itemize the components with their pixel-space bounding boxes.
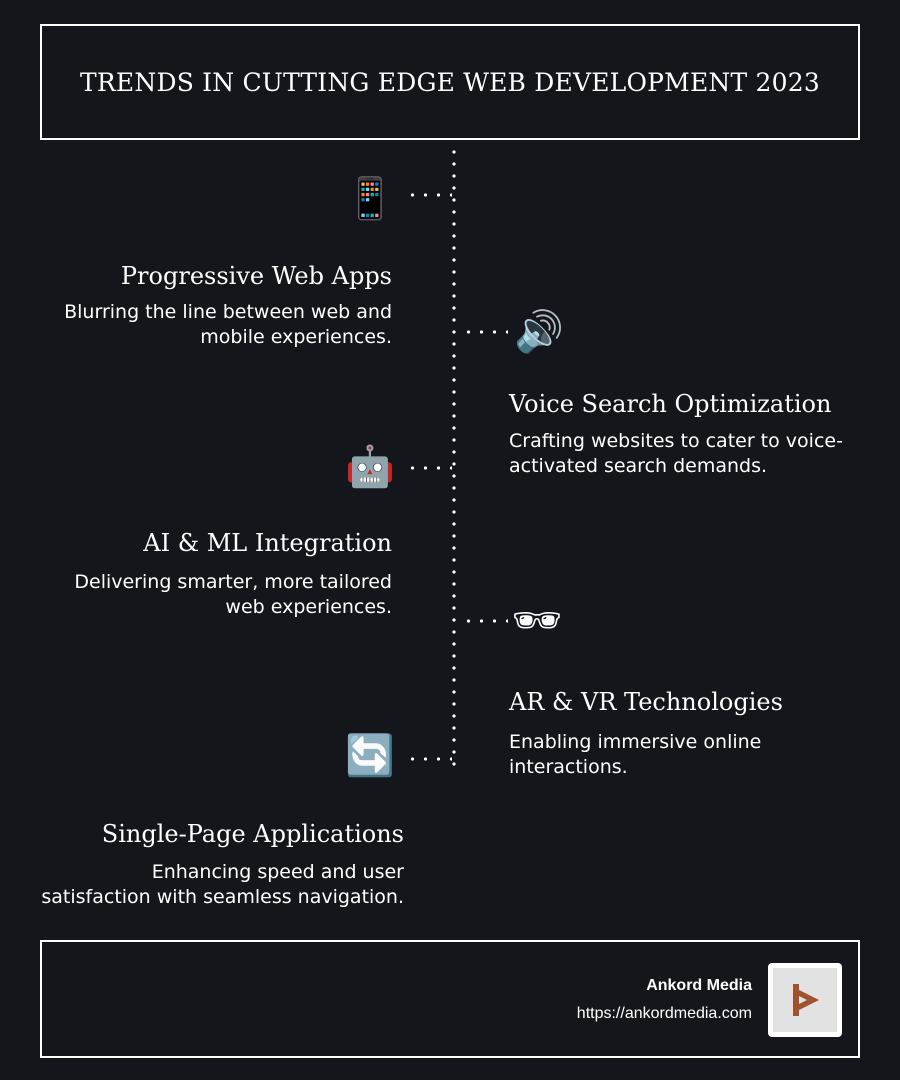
connector-single-page-applications: [406, 757, 452, 761]
trend-description-voice-search-optimization: Crafting websites to cater to voice-acti…: [509, 430, 843, 477]
robot-icon: 🤖: [345, 444, 395, 490]
connector-ar-vr-technologies: [462, 619, 508, 623]
mobile-phone-icon: 📱: [345, 176, 395, 222]
title-banner: TRENDS IN CUTTING EDGE WEB DEVELOPMENT 2…: [40, 24, 860, 140]
trend-title-ar-vr-technologies: AR & VR Technologies: [509, 688, 783, 716]
sunglasses-icon: 🕶: [511, 598, 563, 644]
footer-banner: Ankord Media https://ankordmedia.com: [40, 940, 860, 1058]
brand-name: Ankord Media: [646, 977, 752, 994]
refresh-icon: 🔄: [345, 733, 395, 779]
play-logo-icon: [768, 963, 842, 1037]
trend-title-progressive-web-apps: Progressive Web Apps: [120, 262, 392, 290]
brand-url[interactable]: https://ankordmedia.com: [576, 1005, 752, 1022]
connector-ai-ml-integration: [406, 466, 452, 470]
trend-title-voice-search-optimization: Voice Search Optimization: [509, 390, 832, 418]
trend-title-ai-ml-integration: AI & ML Integration: [143, 529, 392, 557]
connector-progressive-web-apps: [406, 193, 452, 197]
connector-voice-search-optimization: [462, 330, 508, 334]
trend-title-single-page-applications: Single-Page Applications: [101, 820, 404, 848]
speaker-icon: 🔊: [514, 309, 564, 355]
page-title: TRENDS IN CUTTING EDGE WEB DEVELOPMENT 2…: [80, 67, 820, 97]
timeline-line: [452, 146, 456, 766]
